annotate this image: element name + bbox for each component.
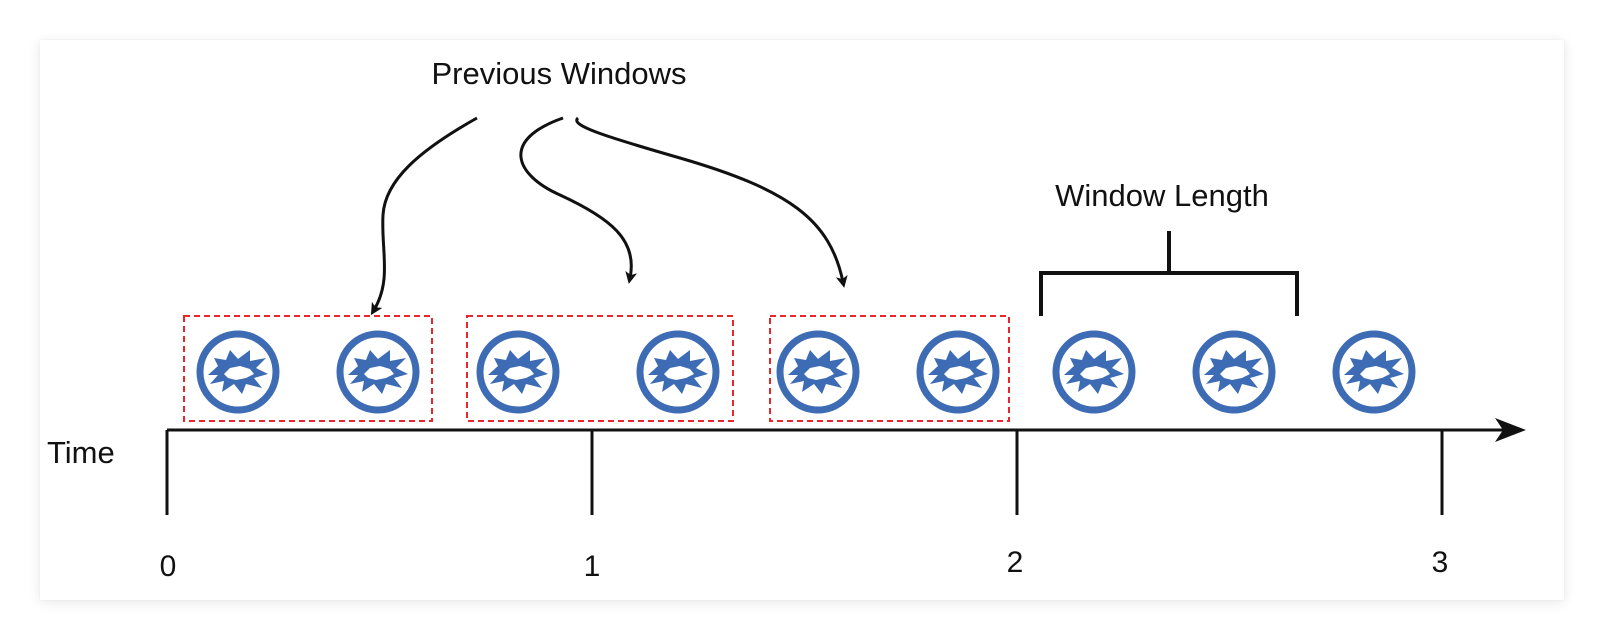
arrow-right-icon <box>1495 418 1526 442</box>
previous-windows-label: Previous Windows <box>432 56 687 91</box>
event-icon <box>1196 334 1272 410</box>
event-icon <box>1336 334 1412 410</box>
time-axis-label: Time <box>47 435 115 470</box>
axis-tick-label: 3 <box>1432 546 1449 579</box>
event-icon <box>780 334 856 410</box>
diagram-card <box>40 40 1564 600</box>
axis-tick-label: 2 <box>1007 546 1024 579</box>
event-icon <box>200 334 276 410</box>
window-length-label: Window Length <box>1055 178 1269 213</box>
axis-tick-label: 0 <box>160 550 177 583</box>
window-length-bracket <box>1039 231 1299 316</box>
previous-window-box-1 <box>183 315 433 422</box>
axis-tick-label: 1 <box>584 550 601 583</box>
event-icon <box>640 334 716 410</box>
event-icon <box>480 334 556 410</box>
previous-window-arrow-3 <box>575 116 848 288</box>
event-icon <box>340 334 416 410</box>
event-icon <box>920 334 996 410</box>
event-icon <box>1056 334 1132 410</box>
previous-window-arrow-2 <box>519 116 638 284</box>
previous-window-box-2 <box>466 315 734 422</box>
previous-window-box-3 <box>769 315 1010 422</box>
previous-window-arrow-1 <box>370 116 478 316</box>
